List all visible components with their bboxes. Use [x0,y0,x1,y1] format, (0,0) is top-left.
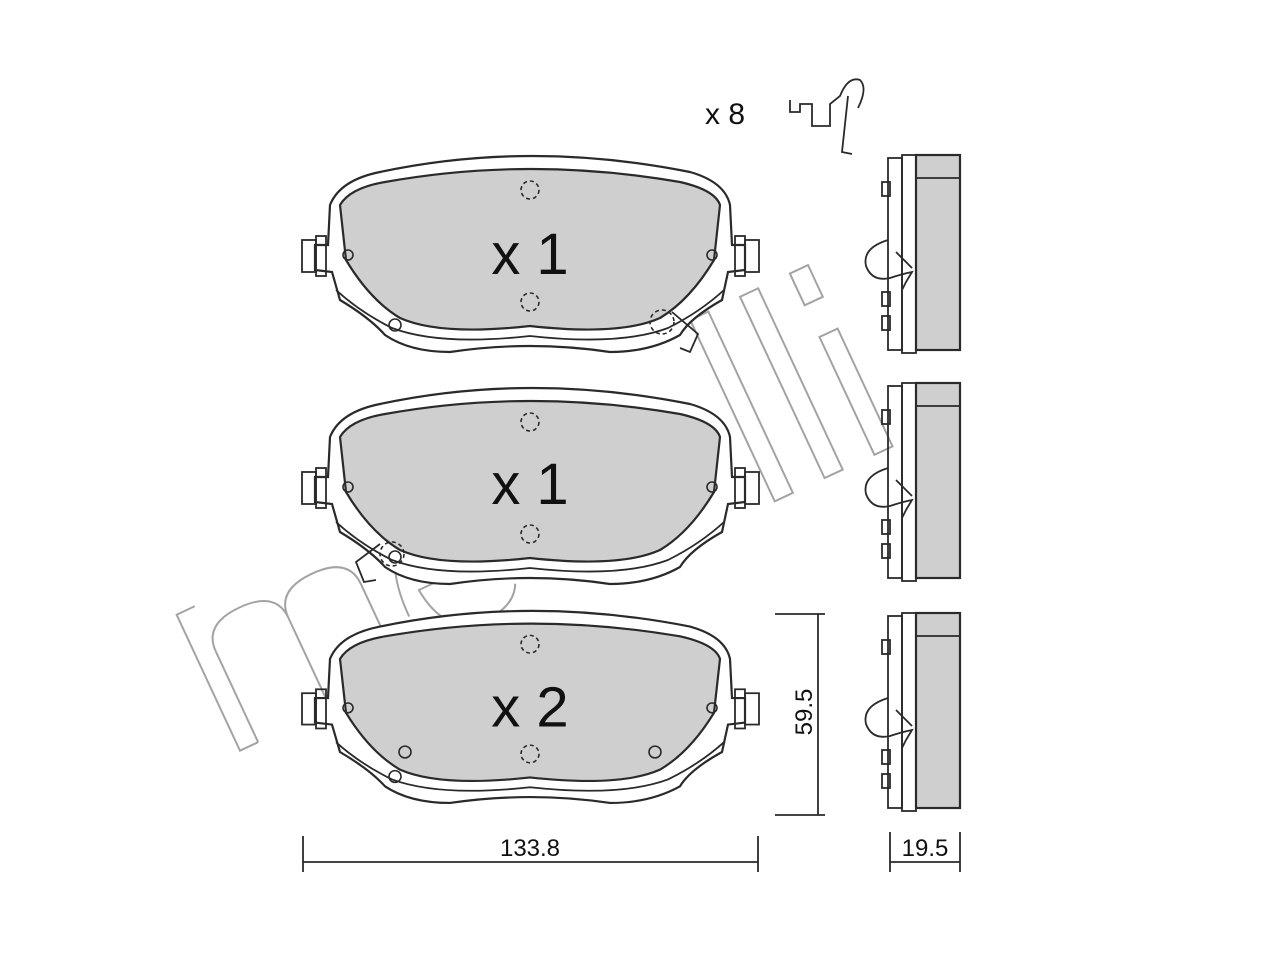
wear-sensor-left [354,541,405,584]
brake-pad-side-view-bottom [864,611,962,813]
brake-pad-front-middle: x 1 [300,386,761,586]
pad-quantity-label: x 2 [491,676,568,739]
thickness-dimension-value: 19.5 [902,835,949,862]
brake-pad-front-top: x 1 [300,154,761,354]
spring-clip-accessory: x 8 [705,78,865,155]
dimension-thickness: 19.5 [889,832,961,872]
dimension-height: 59.5 [775,613,825,816]
width-dimension-value: 133.8 [500,835,560,862]
clip-quantity-label: x 8 [705,98,745,131]
pad-quantity-label: x 1 [491,222,568,287]
brake-pad-side-view-middle [864,381,962,583]
brake-pad-side-view-top [864,153,962,355]
height-dimension-value: 59.5 [791,689,818,736]
brake-pad-rear-bottom: x 2 [300,609,761,805]
dimension-width: 133.8 [302,835,759,872]
wear-sensor-right [649,309,700,354]
pad-quantity-label: x 1 [491,452,568,517]
